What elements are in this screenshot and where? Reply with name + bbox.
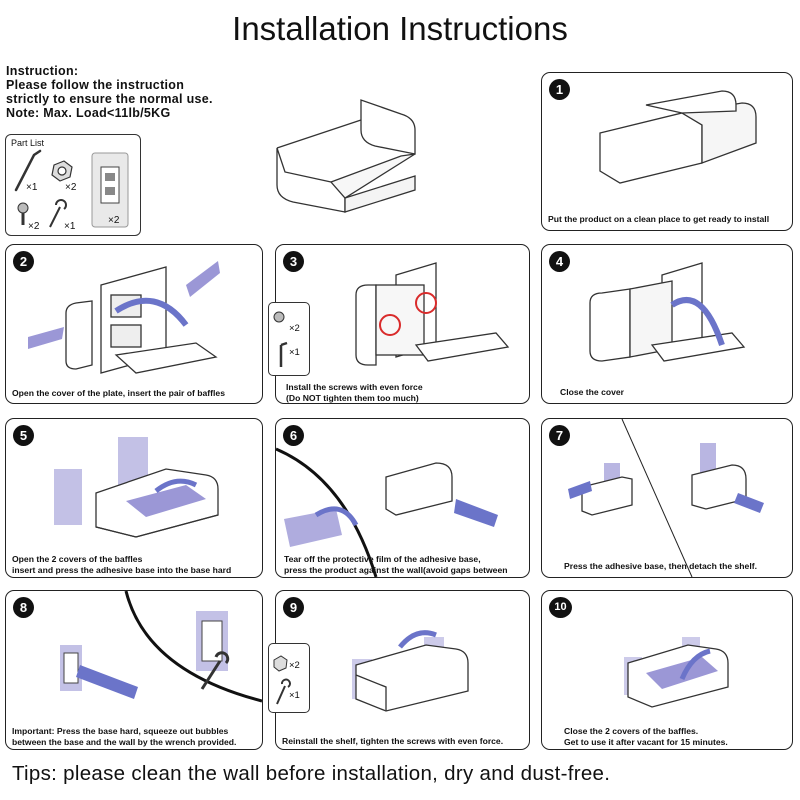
part-list-label: Part List: [11, 138, 45, 148]
step-3-parts: ×2 ×1: [268, 302, 310, 376]
screw-icon: [17, 202, 29, 225]
step-number: 3: [283, 251, 304, 272]
screw-qty: ×2: [28, 221, 40, 232]
part-list-icons: [14, 149, 129, 228]
step-number: 8: [13, 597, 34, 618]
step-5-illustration: [54, 437, 219, 538]
nut-icon: [51, 160, 73, 182]
load-note: Note: Max. Load<11lb/5KG: [6, 106, 171, 120]
step-9-parts-icons: [273, 655, 291, 705]
step-3-parts-icons: [273, 311, 288, 367]
turn-arrow-icon: [398, 630, 437, 649]
step-number: 2: [13, 251, 34, 272]
step-caption: Put the product on a clean place to get …: [548, 214, 770, 224]
step-10-panel: 10 Close the 2 covers of the baffles. Ge…: [541, 590, 793, 750]
wrench-qty: ×1: [289, 690, 300, 701]
push-arrow-icon: [454, 499, 498, 527]
step-4-panel: 4 Close the cover: [541, 244, 793, 404]
step-7-illustration: [568, 419, 764, 577]
allen-key-icon: [279, 341, 288, 367]
close-arrow-icon: [670, 297, 725, 346]
step-9-illustration: [352, 630, 469, 712]
allen-key-qty: ×1: [26, 182, 38, 193]
part-list: Part List ×1 ×2 ×2 ×2 ×1: [5, 134, 141, 236]
close-arrow-icon: [679, 648, 711, 681]
step-number: 1: [549, 79, 570, 100]
tips-text: Tips: please clean the wall before insta…: [12, 762, 611, 785]
wrench-icon: [49, 199, 67, 228]
step-caption: Open the 2 covers of the baffles insert …: [12, 554, 232, 575]
step-caption: Close the cover: [560, 387, 624, 397]
screw-icon: [273, 311, 285, 323]
step-number: 7: [549, 425, 570, 446]
nut-icon: [273, 655, 288, 672]
step-8-illustration: [60, 591, 262, 703]
step-7-panel: 7 Press the adhesive base, then detach t…: [541, 418, 793, 578]
step-number: 9: [283, 597, 304, 618]
step-caption: Tear off the protective film of the adhe…: [284, 554, 508, 577]
step-9-parts: ×2 ×1: [268, 643, 310, 713]
step-6-illustration: [276, 447, 498, 577]
step-3-panel: 3 Install the screws with even force (Do…: [275, 244, 530, 404]
step-number: 6: [283, 425, 304, 446]
adhesive-base-icon: [91, 152, 129, 228]
step-4-illustration: [589, 262, 746, 362]
step-2-panel: 2 Open the cover of the plate, insert th…: [5, 244, 263, 404]
wrench-icon: [276, 678, 291, 705]
shelf-overview-drawing: [276, 99, 416, 213]
step-caption: Reinstall the shelf, tighten the screws …: [282, 736, 504, 746]
press-arrow-icon: [76, 665, 138, 699]
step-caption: Open the cover of the plate, insert the …: [12, 388, 225, 398]
page-title: Installation Instructions: [232, 10, 568, 47]
step-1-illustration: [599, 90, 757, 184]
step-2-illustration: [28, 261, 220, 374]
step-number: 4: [549, 251, 570, 272]
step-9-panel: 9 Reinstall the shelf, tighten the screw…: [275, 590, 530, 750]
step-10-illustration: [624, 637, 729, 708]
step-caption: Important: Press the base hard, squeeze …: [12, 726, 237, 747]
allen-key-icon: [14, 149, 42, 192]
adhesive-base-qty: ×2: [108, 215, 120, 226]
instruction-note: Instruction: Please follow the instructi…: [6, 64, 213, 120]
rotate-arrow-icon: [114, 297, 189, 327]
step-6-panel: 6 Tear off the protective film of the ad…: [275, 418, 530, 578]
insert-arrow-right-icon: [186, 261, 220, 297]
step-1-panel: 1 Put the product on a clean place to ge…: [541, 72, 793, 231]
step-number: 10: [549, 597, 572, 618]
screw-highlight-icon: [379, 314, 401, 336]
instruction-line: Please follow the instruction: [6, 78, 185, 92]
nut-qty: ×2: [65, 182, 77, 193]
instruction-line: strictly to ensure the normal use.: [6, 92, 213, 106]
nut-qty: ×2: [289, 660, 300, 671]
instruction-heading: Instruction:: [6, 64, 79, 78]
insert-arrow-left-icon: [28, 327, 64, 349]
screw-qty: ×2: [289, 323, 300, 334]
step-caption: Install the screws with even force (Do N…: [286, 382, 423, 403]
wrench-icon: [200, 651, 230, 690]
step-number: 5: [13, 425, 34, 446]
wrench-qty: ×1: [64, 221, 76, 232]
allen-key-qty: ×1: [289, 347, 300, 358]
step-caption: Close the 2 covers of the baffles. Get t…: [564, 726, 728, 747]
step-8-panel: 8 Important: Press the base hard, squeez…: [5, 590, 263, 750]
step-3-illustration: [355, 262, 510, 366]
step-caption: Press the adhesive base, then detach the…: [564, 561, 757, 571]
screw-highlight-icon: [415, 292, 437, 314]
step-5-panel: 5 Open the 2 covers of the baffles inser…: [5, 418, 263, 578]
open-arrow-icon: [154, 478, 198, 493]
